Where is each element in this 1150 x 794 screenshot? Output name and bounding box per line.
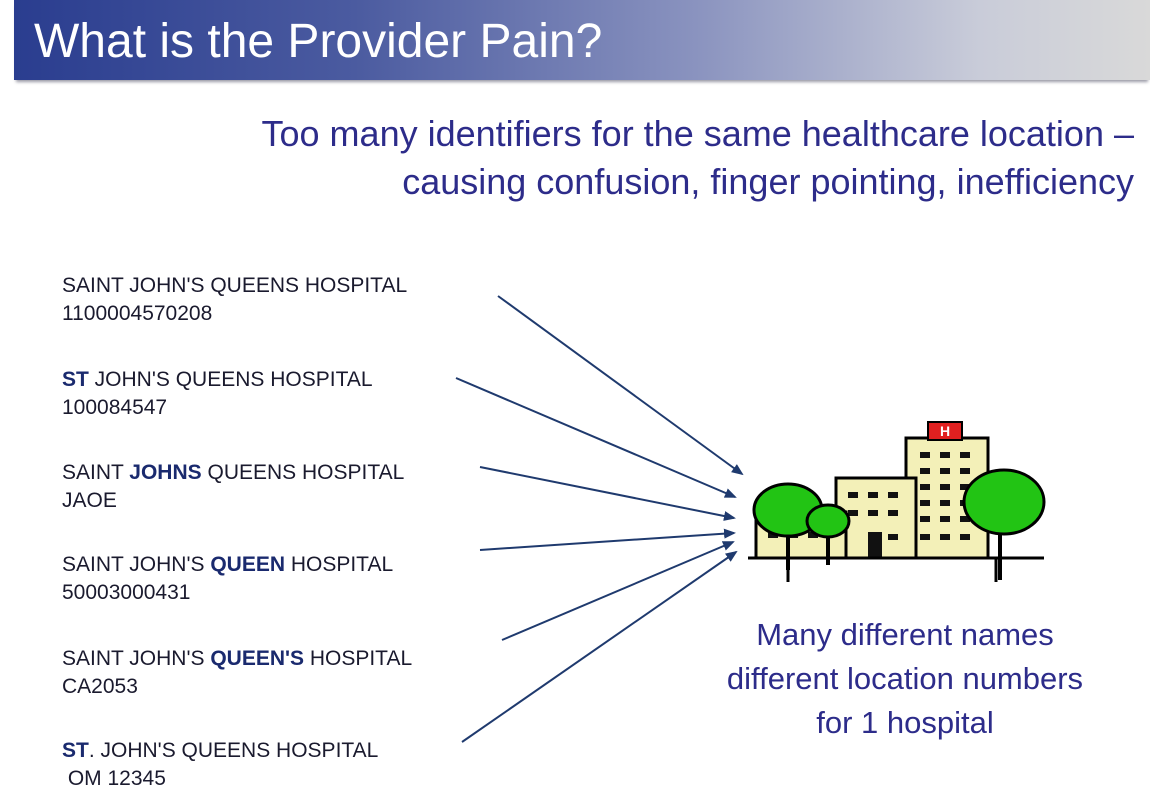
variant-id: 50003000431: [62, 581, 191, 604]
title-bar: What is the Provider Pain?: [14, 0, 1150, 80]
variant-4: SAINT JOHN'S QUEEN HOSPITAL 50003000431: [62, 551, 393, 607]
subtitle-line-1: Too many identifiers for the same health…: [261, 113, 1134, 154]
variant-name: ST. JOHN'S QUEENS HOSPITAL: [62, 739, 379, 762]
arrow-3: [479, 466, 736, 521]
subtitle: Too many identifiers for the same health…: [34, 110, 1134, 206]
variant-id: 1100004570208: [62, 302, 213, 325]
caption: Many different names different location …: [680, 613, 1130, 745]
arrow-1: [497, 295, 744, 476]
variant-id: CA2053: [62, 675, 138, 698]
caption-line-2: different location numbers: [726, 661, 1084, 696]
arrow-4: [479, 528, 736, 551]
variant-name: ST JOHN'S QUEENS HOSPITAL: [62, 368, 373, 391]
variant-id: 100084547: [62, 396, 168, 419]
subtitle-line-2: causing confusion, finger pointing, inef…: [402, 161, 1134, 202]
arrow-2: [455, 377, 737, 498]
variant-name: SAINT JOHN'S QUEENS HOSPITAL: [62, 274, 408, 297]
variant-id: OM 12345: [62, 767, 166, 790]
caption-line-1: Many different names: [756, 617, 1054, 652]
hospital-sign-letter: H: [940, 423, 950, 439]
variant-3: SAINT JOHNS QUEENS HOSPITAL JAOE: [62, 459, 404, 515]
variant-6: ST. JOHN'S QUEENS HOSPITAL OM 12345: [62, 737, 378, 793]
variant-name: SAINT JOHN'S QUEEN'S HOSPITAL: [62, 647, 413, 670]
slide-title: What is the Provider Pain?: [34, 15, 603, 68]
arrow-6: [461, 550, 738, 743]
variant-1: SAINT JOHN'S QUEENS HOSPITAL 11000045702…: [62, 272, 407, 328]
variant-2: ST JOHN'S QUEENS HOSPITAL 100084547: [62, 366, 373, 422]
variant-name: SAINT JOHNS QUEENS HOSPITAL: [62, 461, 405, 484]
variant-name: SAINT JOHN'S QUEEN HOSPITAL: [62, 553, 394, 576]
arrow-5: [501, 541, 735, 641]
caption-line-3: for 1 hospital: [816, 705, 994, 740]
variant-5: SAINT JOHN'S QUEEN'S HOSPITAL CA2053: [62, 645, 412, 701]
variant-id: JAOE: [62, 489, 117, 512]
hospital-building-icon: H: [748, 421, 1046, 582]
